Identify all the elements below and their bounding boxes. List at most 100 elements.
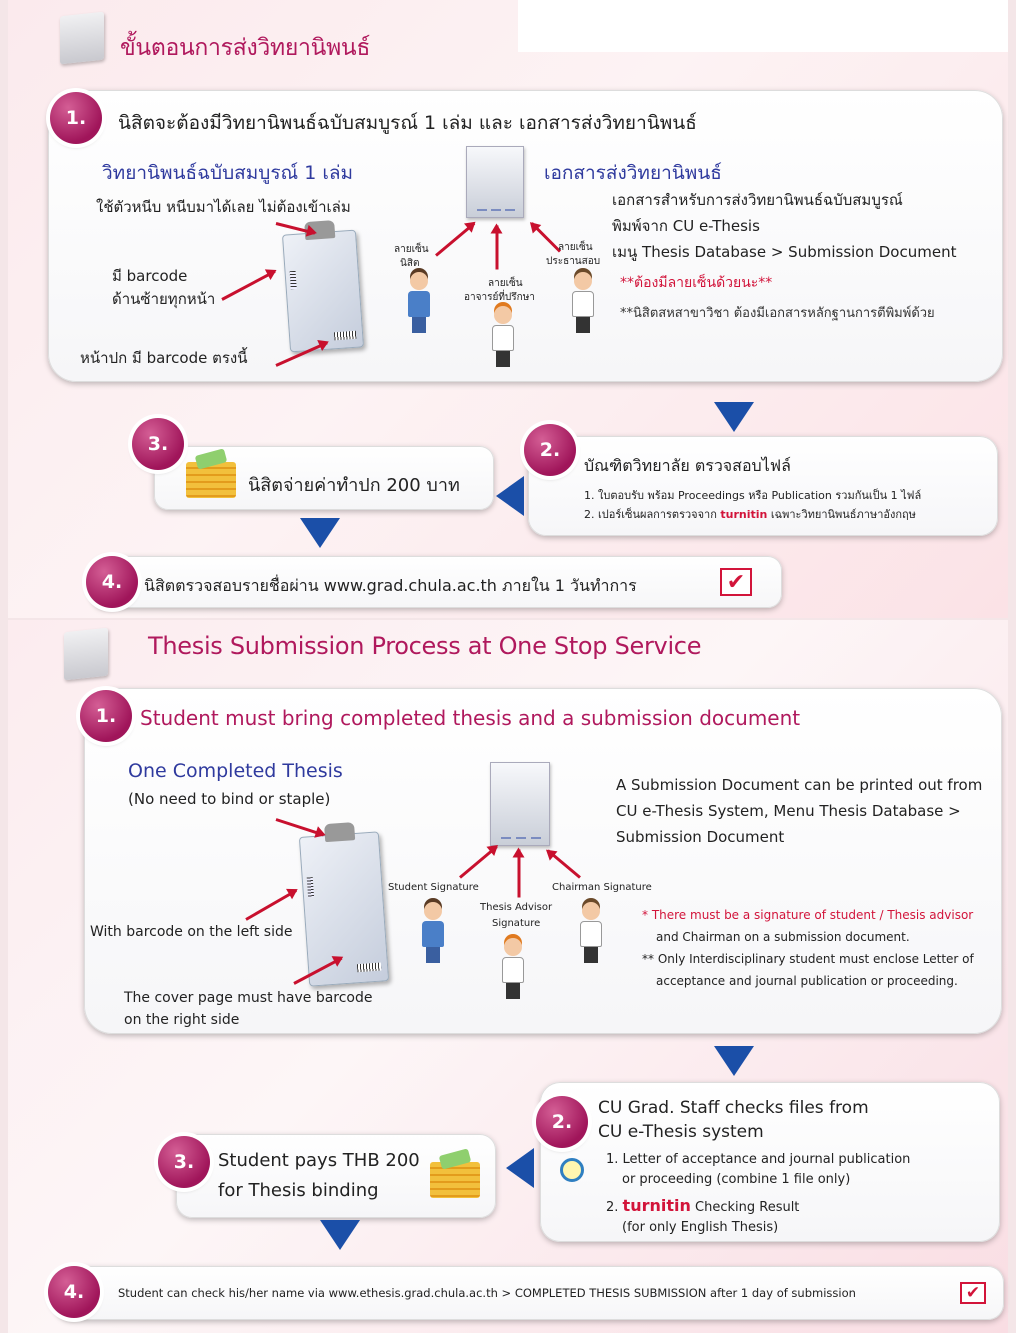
en-step4-number: 4. [48,1266,100,1318]
th-step4-panel [92,556,782,608]
th-sig-advisor-2: อาจารย์ที่ปรึกษา [464,292,535,303]
en-cover-1: The cover page must have barcode [124,990,373,1006]
th-step2-panel [528,436,998,536]
en-note-2a: ** Only Interdisciplinary student must e… [642,952,974,966]
turnitin-logo-icon: turnitin [622,1196,691,1215]
en-sig-student: Student Signature [388,882,479,893]
en-step1-panel [84,688,1002,1034]
en-step3-number: 3. [158,1136,210,1188]
en-note-2b: acceptance and journal publication or pr… [656,974,958,988]
en-doc-desc-2: CU e-Thesis System, Menu Thesis Database… [616,802,961,820]
th-thesis-heading: วิทยานิพนธ์ฉบับสมบูรณ์ 1 เล่ม [102,162,353,184]
submission-document-icon [466,146,524,218]
th-step2-item2-pre: 2. เปอร์เซ็นผลการตรวจจาก [584,508,717,521]
clipboard-thesis-icon [298,822,390,987]
th-thesis-note: ใช้ตัวหนีบ หนีบมาได้เลย ไม่ต้องเข้าเล่ม [96,198,351,216]
en-step3-text-2: for Thesis binding [218,1180,379,1201]
flow-arrow-1-to-2-icon [714,402,754,432]
th-step2-item2-post: เฉพาะวิทยานิพนธ์ภาษาอังกฤษ [770,508,916,521]
white-corner [518,0,1008,52]
en-step2-item2-post: Checking Result [695,1200,800,1215]
en-step2-item1b: or proceeding (combine 1 file only) [622,1172,851,1187]
en-doc-desc-3: Submission Document [616,828,785,846]
en-step1-number: 1. [80,690,132,742]
turnitin-logo-icon: turnitin [720,508,768,521]
th-step2-item2: 2. เปอร์เซ็นผลการตรวจจาก turnitin เฉพาะว… [584,505,916,523]
magnifier-icon [560,1158,584,1182]
flow-arrow-1-to-2-icon [714,1046,754,1076]
en-thesis-heading: One Completed Thesis [128,760,343,782]
th-cover-barcode: หน้าปก มี barcode ตรงนี้ [80,349,248,367]
th-sig-chair-1: ลายเซ็น [558,242,593,253]
en-thesis-note: (No need to bind or staple) [128,790,331,808]
english-title: Thesis Submission Process at One Stop Se… [148,632,702,660]
th-step3-number: 3. [132,418,184,470]
th-doc-desc-3: เมนู Thesis Database > Submission Docume… [612,243,957,261]
en-sig-advisor-1: Thesis Advisor [480,902,553,913]
en-step1-text: Student must bring completed thesis and … [140,706,801,730]
en-sig-advisor-2: Signature [492,918,541,929]
en-step2-number: 2. [536,1096,588,1148]
arrow-sig-advisor-icon [495,225,499,270]
th-sig-student-1: ลายเซ็น [394,244,429,255]
advisor-figure-icon [498,938,528,999]
thai-title: ขั้นตอนการส่งวิทยานิพนธ์ [120,35,371,61]
en-step3-text-1: Student pays THB 200 [218,1150,420,1171]
flow-arrow-3-to-4-icon [320,1220,360,1250]
en-step2-item2: 2. turnitin Checking Result [606,1196,799,1215]
en-step4-text: Student can check his/her name via www.e… [118,1286,856,1300]
student-figure-icon [418,902,448,963]
flow-arrow-2-to-3-icon [496,476,524,516]
th-step2-head: บัณฑิตวิทยาลัย ตรวจสอบไฟล์ [584,456,791,475]
submission-document-icon [490,762,550,846]
th-doc-heading: เอกสารส่งวิทยานิพนธ์ [544,162,722,184]
en-sig-chair: Chairman Signature [552,882,652,893]
folder-tab-icon [64,627,108,681]
th-step1-panel [48,90,1003,382]
flow-arrow-3-to-4-icon [300,518,340,548]
chairman-figure-icon [568,272,598,333]
th-step2-item1: 1. ใบตอบรับ พร้อม Proceedings หรือ Publi… [584,489,922,502]
th-sig-advisor-1: ลายเซ็น [488,278,523,289]
folder-tab-icon [60,11,104,65]
en-doc-desc-1: A Submission Document can be printed out… [616,776,983,794]
th-barcode-left-2: ด้านซ้ายทุกหน้า [112,290,216,308]
en-step2-panel [540,1082,1000,1242]
th-sig-chair-2: ประธานสอบ [546,256,601,267]
th-sig-student-2: นิสิต [400,258,420,269]
th-step1-text: นิสิตจะต้องมีวิทยานิพนธ์ฉบับสมบูรณ์ 1 เล… [118,112,697,134]
flow-arrow-2-to-3-icon [506,1148,534,1188]
en-cover-2: on the right side [124,1012,240,1028]
money-icon [186,462,236,498]
en-step2-head-2: CU e-Thesis system [598,1122,764,1142]
en-step2-item1a: 1. Letter of acceptance and journal publ… [606,1152,911,1167]
en-note-1a: * There must be a signature of student /… [642,908,973,922]
th-doc-desc-1: เอกสารสำหรับการส่งวิทยานิพนธ์ฉบับสมบูรณ์ [612,191,903,209]
english-section: Thesis Submission Process at One Stop Se… [8,620,1008,1333]
th-step4-number: 4. [86,556,138,608]
en-step2-item2-pre: 2. [606,1200,619,1215]
check-icon: ✔ [960,1282,986,1304]
student-figure-icon [404,272,434,333]
en-note-1b: and Chairman on a submission document. [656,930,910,944]
th-doc-desc-2: พิมพ์จาก CU e-Thesis [612,217,760,235]
advisor-figure-icon [488,306,518,367]
th-note-1: **ต้องมีลายเซ็นด้วยนะ** [620,275,773,291]
en-step2-item2b: (for only English Thesis) [622,1220,779,1235]
th-step1-number: 1. [50,92,102,144]
en-step2-head-1: CU Grad. Staff checks files from [598,1098,869,1118]
money-icon [430,1162,480,1198]
en-barcode-left: With barcode on the left side [90,924,293,940]
check-icon: ✔ [720,568,752,596]
chairman-figure-icon [576,902,606,963]
th-barcode-left-1: มี barcode [112,267,188,285]
th-step4-text: นิสิตตรวจสอบรายชื่อผ่าน www.grad.chula.a… [144,576,637,595]
arrow-sig-advisor-icon [517,849,521,898]
thai-section: ขั้นตอนการส่งวิทยานิพนธ์ 1. นิสิตจะต้องม… [8,0,1008,618]
en-step4-panel [56,1266,1004,1320]
th-note-2: **นิสิตสหสาขาวิชา ต้องมีเอกสารหลักฐานการ… [620,306,935,321]
clipboard-thesis-icon [281,220,365,353]
th-step3-text: นิสิตจ่ายค่าทำปก 200 บาท [248,475,460,496]
en-note-1a-text: * There must be a signature of student /… [642,908,974,922]
th-step2-number: 2. [524,424,576,476]
